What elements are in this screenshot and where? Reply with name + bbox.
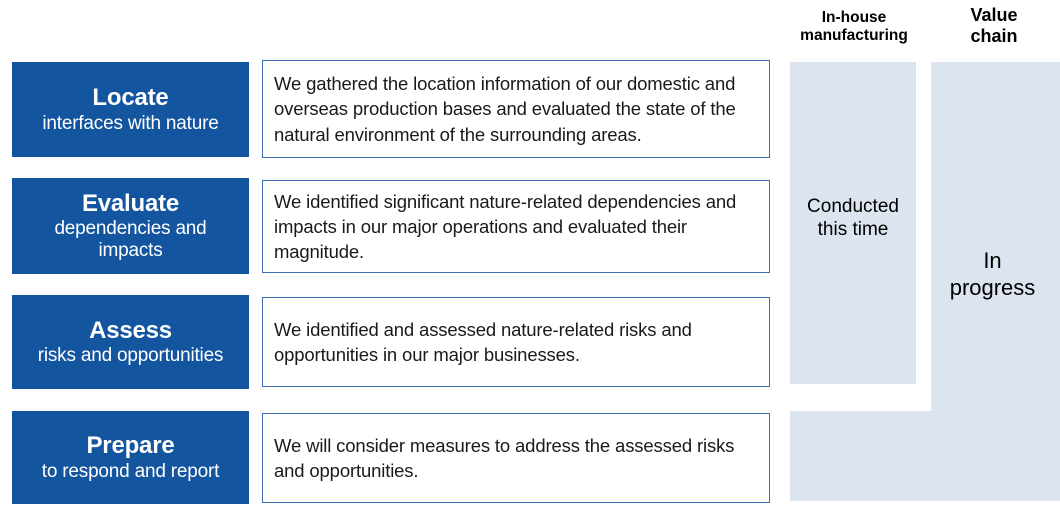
in-house-manufacturing-band — [790, 62, 916, 384]
description-text: We identified significant nature-related… — [274, 190, 737, 263]
description-box-prepare: We will consider measures to address the… — [262, 413, 770, 503]
step-box-evaluate[interactable]: Evaluate dependencies and impacts — [12, 178, 249, 274]
step-subtitle: interfaces with nature — [42, 112, 219, 134]
bottom-wide-status-band — [790, 411, 1060, 501]
step-title: Locate — [92, 84, 169, 112]
column-header-value-chain: Value chain — [970, 5, 1018, 47]
process-row-locate: Locate interfaces with nature We gathere… — [12, 60, 770, 158]
step-box-assess[interactable]: Assess risks and opportunities — [12, 295, 249, 389]
value-chain-band — [931, 62, 1060, 412]
step-box-prepare[interactable]: Prepare to respond and report — [12, 411, 249, 504]
step-subtitle: dependencies and impacts — [54, 218, 207, 262]
value-chain-status-label: In progress — [949, 248, 1036, 300]
step-box-locate[interactable]: Locate interfaces with nature — [12, 62, 249, 157]
description-text: We will consider measures to address the… — [274, 434, 735, 481]
in-house-status-label: Conducted this time — [807, 196, 899, 241]
step-title: Assess — [89, 316, 172, 344]
step-subtitle: to respond and report — [41, 460, 220, 482]
column-header-in-house-manufacturing: In-house manufacturing — [800, 9, 908, 45]
description-text: We identified and assessed nature-relate… — [274, 318, 692, 365]
description-box-locate: We gathered the location information of … — [262, 60, 770, 158]
description-text: We gathered the location information of … — [274, 73, 736, 145]
step-title: Evaluate — [81, 189, 180, 217]
description-box-assess: We identified and assessed nature-relate… — [262, 297, 770, 387]
step-title: Prepare — [86, 432, 175, 460]
description-box-evaluate: We identified significant nature-related… — [262, 180, 770, 273]
step-subtitle: risks and opportunities — [37, 345, 224, 367]
